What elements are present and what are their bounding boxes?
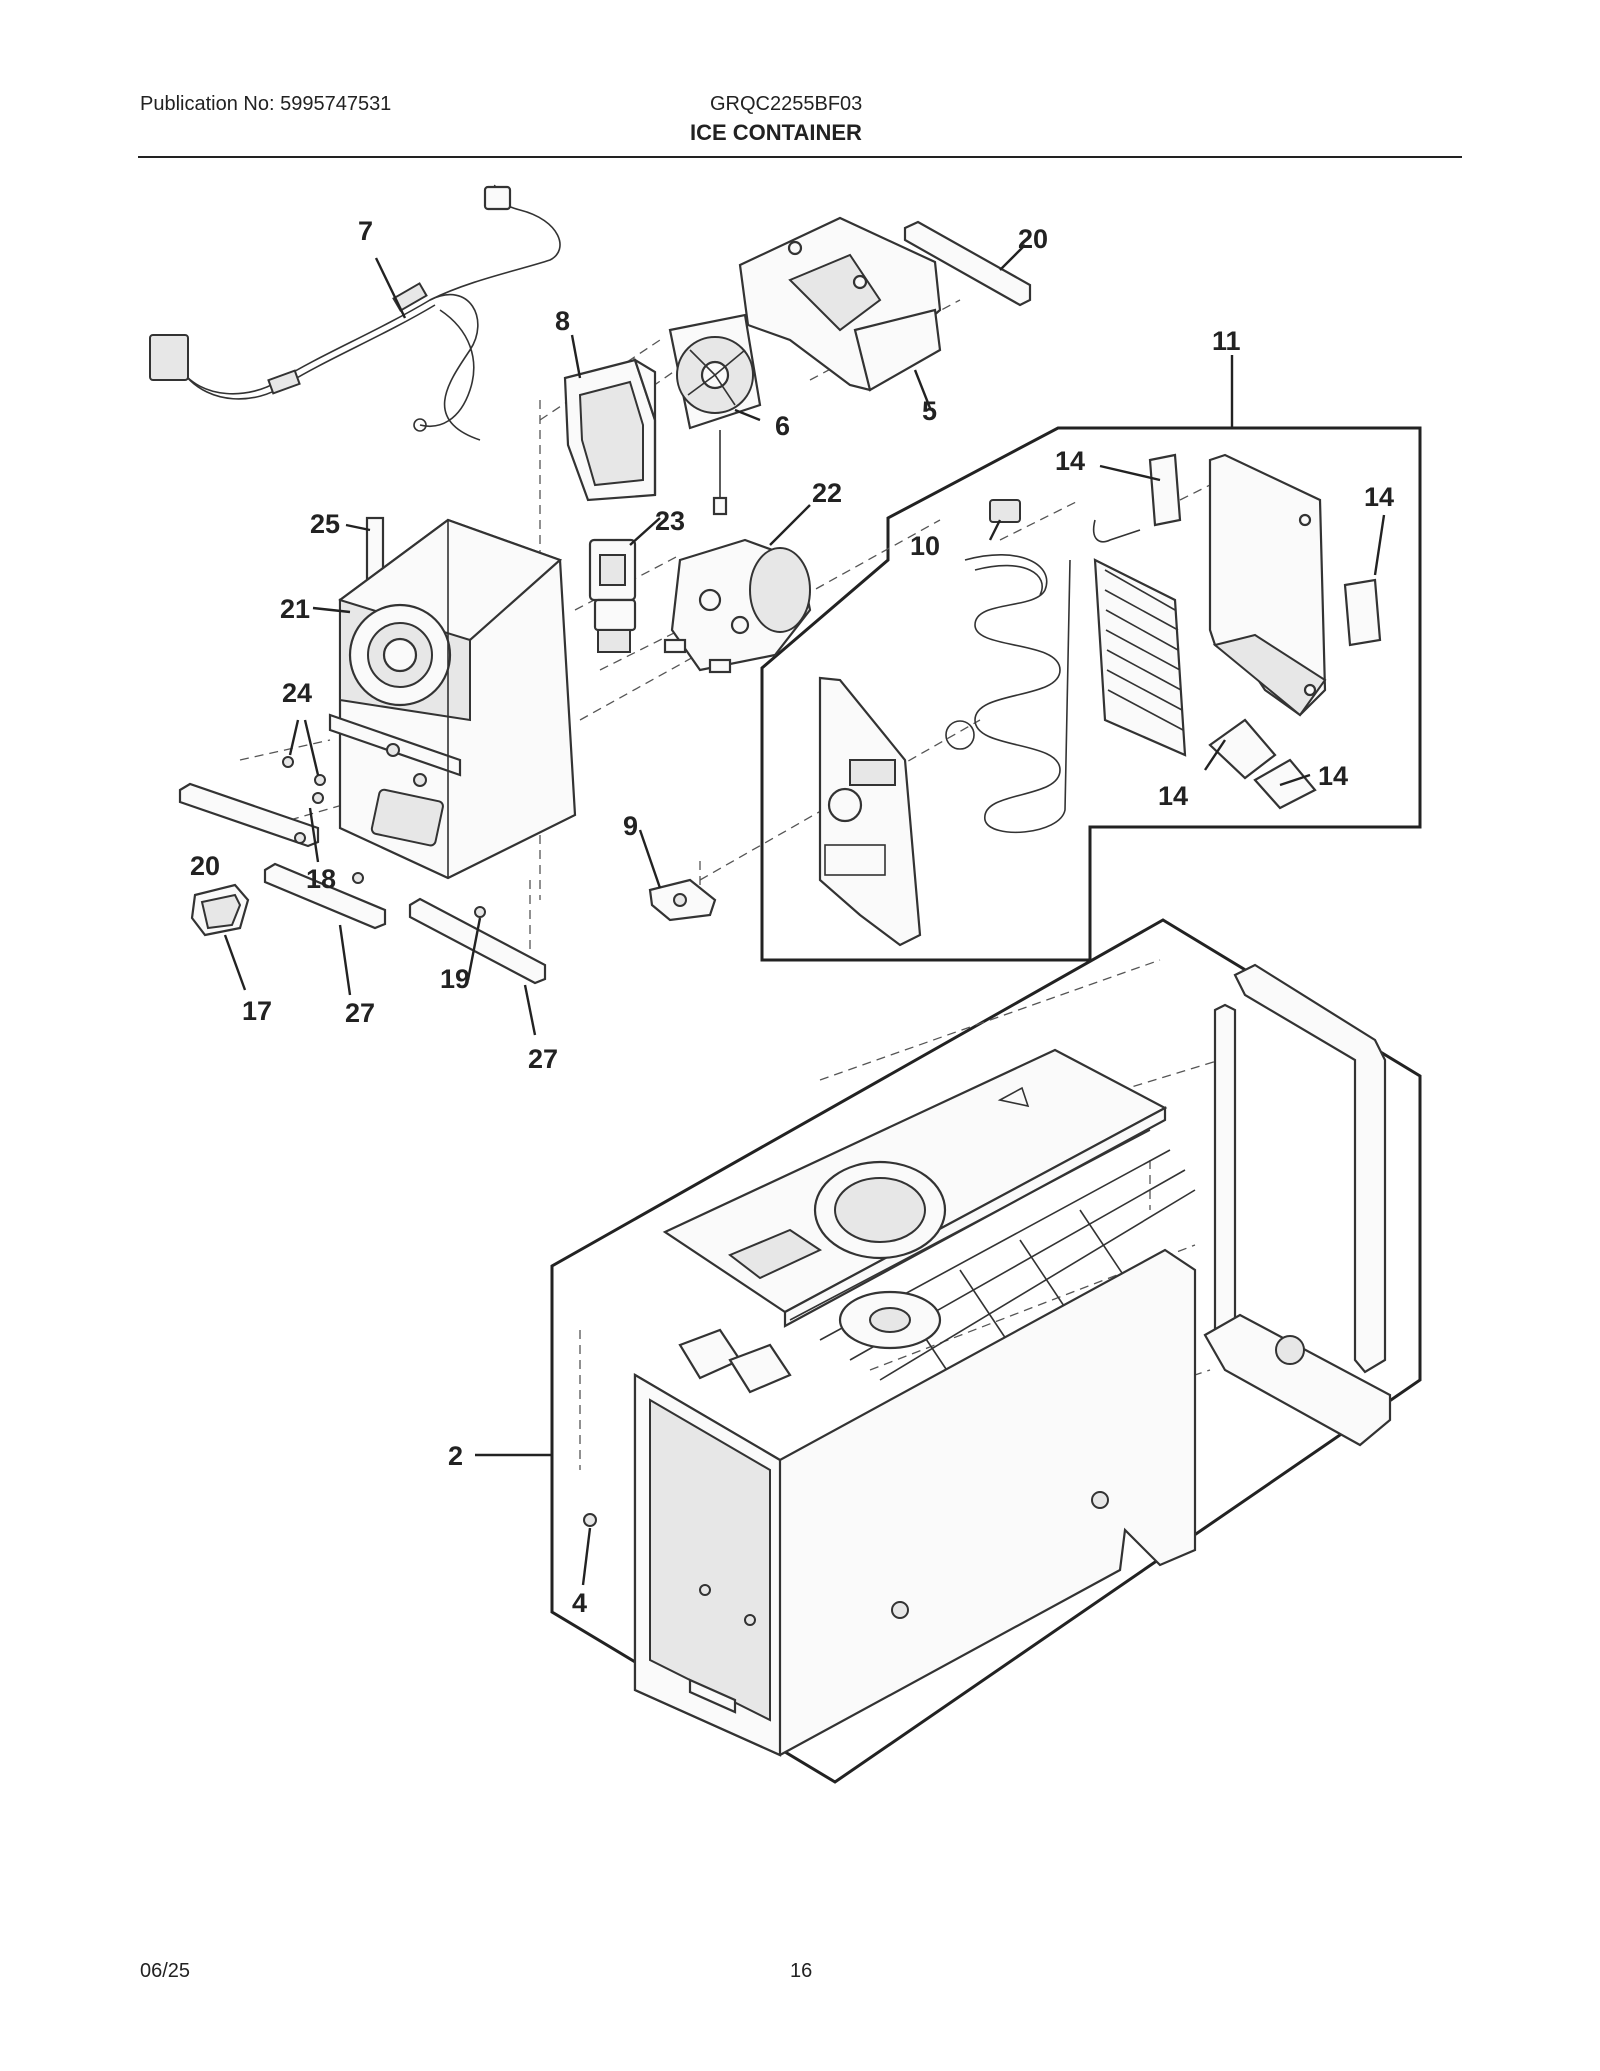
screws xyxy=(282,756,597,1527)
callout-14c: 14 xyxy=(1158,781,1188,811)
ice-bucket xyxy=(633,1048,1197,1757)
callout-27b: 27 xyxy=(528,1044,558,1074)
callout-2: 2 xyxy=(448,1441,463,1471)
callout-4: 4 xyxy=(572,1588,587,1618)
condenser-fins xyxy=(1092,519,1187,757)
solenoid xyxy=(588,538,637,653)
callout-18: 18 xyxy=(306,864,336,894)
callout-5: 5 xyxy=(922,396,937,426)
publication-number: Publication No: 5995747531 xyxy=(140,93,392,115)
callout-6: 6 xyxy=(775,411,790,441)
callout-9: 9 xyxy=(623,811,638,841)
shutter-door xyxy=(190,883,250,937)
insulation-pad-top xyxy=(1148,453,1182,527)
evaporator-coil xyxy=(945,554,1071,834)
mounting-bracket xyxy=(648,878,717,922)
thermistor xyxy=(989,499,1021,523)
wire-harness xyxy=(149,184,561,441)
insulation-pad-right xyxy=(1343,578,1382,647)
callout-20b: 20 xyxy=(190,851,220,881)
callout-23: 23 xyxy=(655,506,685,536)
callout-22: 22 xyxy=(812,478,842,508)
bucket-front-frame xyxy=(1203,963,1392,1447)
evaporator-assembly-box xyxy=(760,426,1422,962)
fan-motor xyxy=(668,313,762,516)
callout-7: 7 xyxy=(358,216,373,246)
callout-14b: 14 xyxy=(1364,482,1394,512)
callout-27a: 27 xyxy=(345,998,375,1028)
callout-14a: 14 xyxy=(1055,446,1085,476)
seal-strip-right xyxy=(408,897,547,985)
fan-shroud xyxy=(563,357,657,502)
callout-14d: 14 xyxy=(1318,761,1348,791)
ice-container-assembly-box xyxy=(550,918,1422,1784)
callout-25: 25 xyxy=(310,509,340,539)
callout-leaders xyxy=(223,244,1386,1586)
evaporator-cover xyxy=(818,676,922,947)
gasket-strip-top xyxy=(903,220,1032,307)
gasket-strip-left xyxy=(178,782,320,848)
callout-24: 24 xyxy=(282,678,312,708)
page-number: 16 xyxy=(790,1960,813,1982)
seal-strip-left xyxy=(263,862,387,930)
callout-labels: 2 4 5 6 7 8 9 10 11 14 14 14 14 17 18 19… xyxy=(190,216,1394,1618)
callout-20a: 20 xyxy=(1018,224,1048,254)
evaporator-tray xyxy=(1208,453,1327,717)
callout-17: 17 xyxy=(242,996,272,1026)
air-duct xyxy=(738,216,942,392)
callout-19: 19 xyxy=(440,964,470,994)
callout-21: 21 xyxy=(280,594,310,624)
footer-date: 06/25 xyxy=(140,1960,191,1982)
callout-11: 11 xyxy=(1212,326,1241,356)
section-title: ICE CONTAINER xyxy=(690,120,862,145)
callout-8: 8 xyxy=(555,306,570,336)
auger-motor xyxy=(663,538,812,674)
model-number: GRQC2255BF03 xyxy=(710,93,863,115)
auger-housing xyxy=(328,518,577,880)
header-rule xyxy=(138,156,1462,158)
callout-10: 10 xyxy=(910,531,940,561)
insulation-pads-bottom xyxy=(1208,718,1317,810)
